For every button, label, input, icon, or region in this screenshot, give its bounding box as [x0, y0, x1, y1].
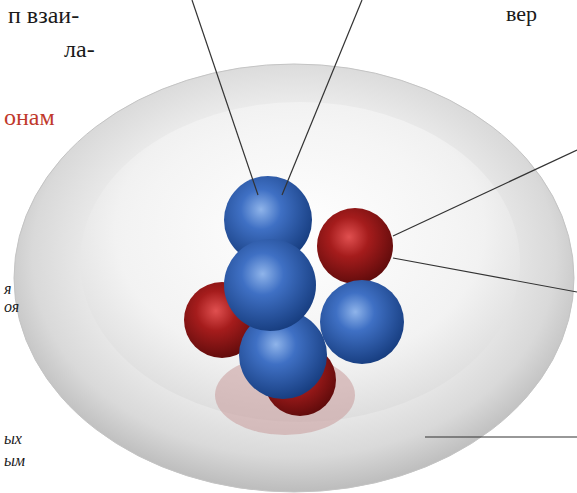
- page-text-fragment: ых: [4, 430, 22, 448]
- proton: [320, 280, 404, 364]
- leader-line: [425, 436, 577, 437]
- page-text-fragment: ла-: [64, 36, 95, 62]
- electron-shell: [14, 64, 574, 492]
- page-text-fragment: вер: [506, 2, 537, 26]
- nucleus: [184, 176, 404, 416]
- page-text-fragment: п взаи-: [8, 2, 79, 28]
- neutron: [317, 208, 393, 284]
- leader-line: [393, 258, 577, 292]
- page-text-fragment: я: [4, 280, 11, 298]
- page-text-fragment: онам: [4, 104, 55, 130]
- page-text-fragment: ым: [4, 452, 25, 470]
- leader-lines: [192, 0, 577, 437]
- leader-line: [393, 150, 577, 236]
- leader-line: [192, 0, 258, 195]
- leader-line: [282, 0, 362, 195]
- proton: [224, 239, 316, 331]
- page-text-fragment: оя: [4, 298, 19, 316]
